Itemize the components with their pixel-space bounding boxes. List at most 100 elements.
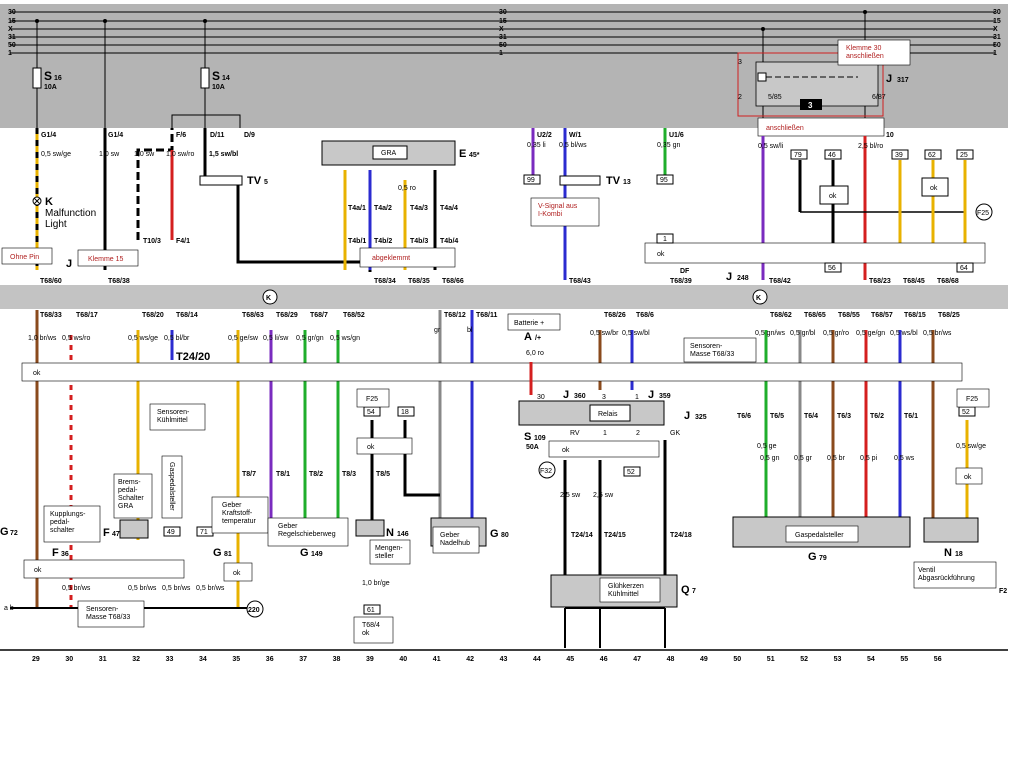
wire-label: 0,5 li/sw: [263, 335, 289, 342]
note-anschliessen: anschließen: [757, 117, 885, 137]
relay-number: 317: [897, 77, 909, 84]
j248-name: J: [726, 271, 732, 283]
rail-label: 30: [993, 9, 1001, 16]
t-label: T6/6: [737, 413, 751, 420]
box-number: 79: [794, 152, 802, 159]
component-number: 47: [112, 531, 120, 538]
t-label: T4a/2: [374, 205, 392, 212]
t-label: T68/33: [40, 312, 62, 319]
component-number: 18: [955, 551, 963, 558]
t-label: T68/43: [569, 278, 591, 285]
t-label: T68/25: [938, 312, 960, 319]
wire-label: 0,5 ge: [757, 443, 777, 450]
wire-label: 0,5 sw/ge: [956, 443, 986, 450]
fuse-amp: 50A: [526, 444, 539, 451]
ok-label: ok: [33, 370, 41, 377]
column-number: 48: [667, 656, 675, 663]
ok-label: ok: [657, 251, 665, 258]
component-number: 5: [264, 179, 268, 186]
connector-label: D/9: [244, 132, 255, 139]
note-mengen: Mengen-steller: [369, 539, 411, 565]
t-label: T68/52: [343, 312, 365, 319]
wire-label: gr: [434, 327, 441, 334]
column-number: 50: [733, 656, 741, 663]
relay-label: Relais: [598, 411, 618, 418]
component-number: 146: [397, 531, 409, 538]
upper-wire-labels: 0,5 sw/ge 1,0 sw 1,0 sw 1,0 sw/ro 1,5 sw…: [41, 142, 883, 192]
pin-number: 30: [537, 394, 545, 401]
rail-label: 50: [8, 42, 16, 49]
bus-marker: K: [756, 295, 761, 302]
component-number: 80: [501, 532, 509, 539]
box-number: 49: [167, 529, 175, 536]
connector-label: W/1: [569, 132, 582, 139]
component-name: G: [808, 551, 817, 563]
relay-name: J: [563, 389, 569, 401]
wire-label: 0,5 gr/gn: [296, 335, 324, 342]
t-label: T24/14: [571, 532, 593, 539]
t-label: T68/66: [442, 278, 464, 285]
connector-tv13: TV 13: [559, 175, 631, 187]
j2-label: J: [66, 258, 72, 270]
wire-label: 1,0 sw: [134, 151, 155, 158]
t-label: F4/1: [176, 238, 190, 245]
t-label: T24/18: [670, 532, 692, 539]
note-sensoren-kuehl: Sensoren-Kühlmittel: [149, 403, 206, 431]
box-number: 56: [828, 265, 836, 272]
t-label: T4a/4: [440, 205, 458, 212]
relay-pin: 6/87: [872, 94, 886, 101]
ok-box-small: ok ok: [819, 177, 949, 205]
t-label: T68/65: [804, 312, 826, 319]
component-g72: G 72: [0, 526, 18, 538]
box-number: 52: [627, 469, 635, 476]
relay-pin: 5/85: [768, 94, 782, 101]
t-label: T8/2: [309, 471, 323, 478]
t-label: T68/12: [444, 312, 466, 319]
t-label: T4b/3: [410, 238, 428, 245]
relay-name: J: [684, 410, 690, 422]
t-label: T6/5: [770, 413, 784, 420]
relay-pin: 3: [738, 59, 742, 66]
column-number: 43: [500, 656, 508, 663]
column-number: 38: [333, 656, 341, 663]
rail-label: X: [499, 26, 504, 33]
component-number: 7: [692, 588, 696, 595]
note-text: Klemme 15: [88, 256, 124, 263]
connector-label: U2/2: [537, 132, 552, 139]
pin-number: 1: [635, 394, 639, 401]
column-number: 32: [132, 656, 140, 663]
t-label: T68/63: [242, 312, 264, 319]
rail-label: 1: [8, 50, 12, 57]
wire-label: 1,5 sw/bl: [209, 151, 238, 158]
box-number: 1: [663, 236, 667, 243]
box-number: 52: [962, 409, 970, 416]
component-g81: G 81 ok: [213, 547, 253, 582]
upper-connector-labels: G1/4 G1/4 F/6 D/11 D/9 U2/2 W/1 U1/6 10: [41, 132, 894, 139]
note-text: Mengen-steller: [375, 545, 403, 560]
relay-number: 360: [574, 393, 586, 400]
t-label: T68/34: [374, 278, 396, 285]
t-label: T8/3: [342, 471, 356, 478]
circle-label: 220: [248, 607, 260, 614]
wire-label: 1,0 sw: [99, 151, 120, 158]
connector-label: F/6: [176, 132, 186, 139]
ok-box-j248: ok: [644, 242, 986, 264]
fuse-f32: F32: [538, 461, 556, 479]
lower-top-labels: T68/33 T68/17 T68/20 T68/14 T68/63 T68/2…: [40, 312, 960, 319]
rail-label: 1: [993, 50, 997, 57]
component-number: 149: [311, 551, 323, 558]
t-label: T8/5: [376, 471, 390, 478]
e45-box-label: GRA: [381, 150, 397, 157]
note-text: Gaspedalsteller: [795, 532, 844, 539]
wire-label: 2,5 bl/ro: [858, 143, 883, 150]
note-text: Sensoren-Kühlmittel: [157, 409, 190, 424]
relay-number: 325: [695, 414, 707, 421]
note-sensoren-masse: Sensoren-Masse T68/33: [683, 337, 757, 363]
component-name: F: [52, 547, 59, 559]
